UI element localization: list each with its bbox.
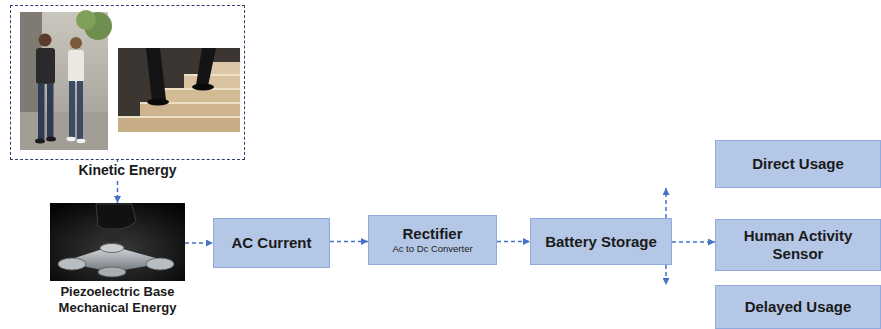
piezo-photo [50, 203, 185, 281]
output-box: Delayed Usage [715, 285, 881, 329]
person-leg [47, 83, 54, 137]
piezo-disc [100, 244, 124, 253]
piezo-disc [58, 258, 86, 270]
stair-step [140, 104, 240, 118]
stair-step [184, 76, 240, 90]
shoe [46, 137, 56, 142]
node-sublabel: Ac to Dc Converter [392, 243, 472, 254]
output-box: Direct Usage [715, 140, 881, 188]
process-box: RectifierAc to Dc Converter [368, 215, 497, 265]
node-label: Direct Usage [752, 155, 844, 173]
shoe [35, 139, 45, 144]
node-label: Delayed Usage [745, 298, 852, 316]
node-label: Rectifier [402, 225, 462, 243]
flow-arrow [330, 241, 368, 243]
group-frame: Kinetic Energy [10, 5, 245, 160]
shoe [147, 99, 169, 106]
process-box: Battery Storage [530, 218, 672, 265]
stair-step [118, 118, 240, 132]
street-photo [20, 10, 112, 150]
stair-step [162, 90, 240, 104]
shoe [67, 137, 76, 141]
leg [146, 48, 166, 101]
shoe [77, 139, 86, 143]
image-node: Piezoelectric Base Mechanical Energy [50, 203, 185, 281]
stairs-photo [118, 48, 240, 132]
node-label: Kinetic Energy [75, 162, 179, 179]
shoe [192, 84, 214, 91]
person-top [68, 50, 84, 82]
person-leg [77, 81, 83, 139]
piezo-disc [146, 258, 174, 270]
person-leg [69, 81, 75, 137]
flow-arrow [497, 241, 530, 243]
flow-arrow [665, 265, 667, 285]
stair-edge [118, 116, 240, 118]
output-box: Human Activity Sensor [715, 219, 881, 271]
connectors [118, 160, 716, 285]
node-label: AC Current [231, 234, 311, 252]
photo-ground [50, 203, 185, 281]
process-box: AC Current [213, 218, 330, 268]
person-head [70, 37, 82, 49]
photo-ground [118, 48, 240, 132]
flow-arrow [185, 242, 213, 244]
person-leg [38, 83, 45, 139]
node-label: Battery Storage [545, 233, 657, 251]
person-head [39, 34, 52, 47]
flow-arrow [665, 188, 667, 218]
tree [76, 10, 96, 30]
shoe-sole [96, 204, 136, 230]
shoe-heel [106, 228, 120, 242]
pavement [20, 112, 108, 150]
flow-arrow [672, 241, 715, 243]
leg [196, 48, 216, 86]
person-jacket [36, 48, 55, 84]
node-label: Human Activity Sensor [724, 227, 872, 263]
piezo-disc [98, 267, 126, 277]
stair-edge [184, 74, 240, 76]
node-label: Piezoelectric Base Mechanical Energy [35, 284, 201, 315]
